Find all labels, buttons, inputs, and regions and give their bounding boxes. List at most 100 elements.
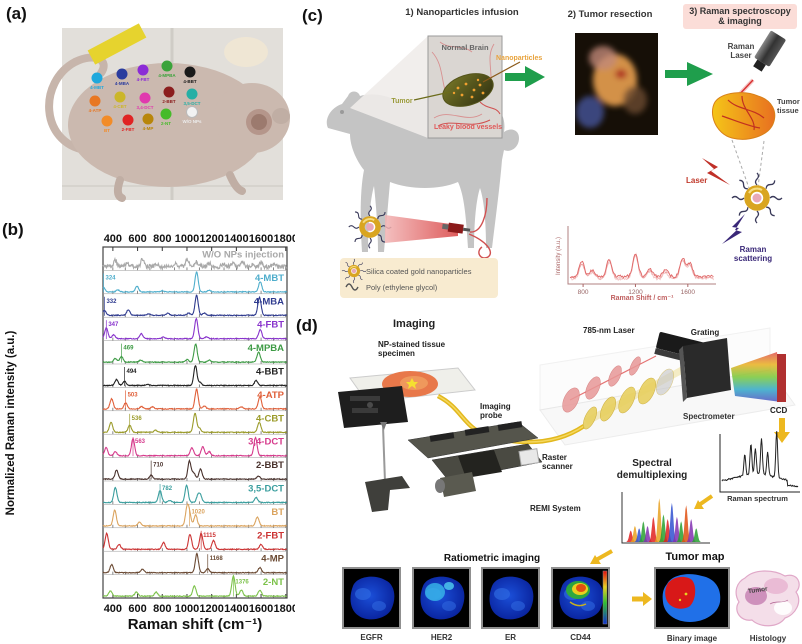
- demux-axes: [621, 492, 710, 544]
- spectrum-name: 3,5-DCT: [248, 484, 284, 495]
- leaky-vessels-art: [437, 101, 501, 127]
- demux-peak: [648, 516, 658, 542]
- marker-label: CD44: [570, 633, 591, 642]
- marker-label: HER2: [431, 633, 453, 642]
- x-tick-top: 1000: [175, 233, 199, 245]
- np-dot-label: 4-BBT: [183, 79, 197, 84]
- histology-label: Histology: [749, 634, 787, 643]
- np-dot: [186, 88, 198, 100]
- remi-system-label: REMI System: [530, 504, 581, 513]
- ccd-label: CCD: [770, 406, 788, 415]
- np-dot-label: BT: [104, 128, 110, 133]
- spectrum-trace: [102, 317, 288, 340]
- flow-arrow-to-binary: [632, 592, 652, 606]
- np-dot-label: 4-MP: [143, 126, 154, 131]
- demux-peak: [686, 519, 696, 542]
- panel-c-label: (c): [302, 6, 323, 25]
- spectrum-trace: [102, 343, 288, 364]
- histology-tumor-text: Tumor: [748, 586, 769, 596]
- spectrum-name: 4-CBT: [256, 413, 284, 424]
- spectrum-name: W/O NPs injection: [202, 250, 284, 261]
- pink-lenses: [562, 356, 641, 413]
- np-dot: [184, 66, 196, 78]
- dispersion-fan: [731, 352, 781, 402]
- spectrum-trace: [102, 532, 288, 551]
- tumor-art: [442, 73, 494, 107]
- panel-b-label: (b): [2, 220, 24, 239]
- np-dot: [101, 115, 113, 127]
- ratiometric-panel: [412, 567, 471, 629]
- inset-tick: 1200: [628, 289, 643, 296]
- spectrum-name: 2-FBT: [257, 530, 284, 541]
- mouse-snout: [272, 108, 290, 124]
- x-tick-bottom: 1000: [175, 603, 199, 615]
- inset-xlabel: Raman Shift / cm⁻¹: [611, 295, 674, 302]
- spectrum-trace: [102, 271, 288, 294]
- np-dot: [91, 72, 103, 84]
- np-dot-label: 3,4-DCT: [136, 105, 153, 110]
- ratiometric-title: Ratiometric imaging: [443, 553, 541, 564]
- demux-peak: [667, 502, 677, 542]
- step-arrow-1: [505, 66, 545, 88]
- np-dot: [186, 106, 198, 118]
- np-dot-label: 4-FBT: [137, 77, 150, 82]
- spectrum-trace: [102, 364, 288, 387]
- laser-label: Laser: [686, 176, 708, 185]
- nanoparticles-label: Nanoparticles: [496, 55, 542, 62]
- raman-scattering-label: Raman scattering: [733, 245, 773, 264]
- dog-eye: [340, 110, 344, 114]
- lens-train: [582, 368, 674, 430]
- signature-peak-label: 1020: [191, 509, 205, 515]
- y-axis-label: Normalized Raman intensity (a.u.): [5, 330, 17, 515]
- spectrum-trace: [102, 256, 288, 271]
- raman-laser-device: [753, 31, 786, 72]
- step-2-title: 2) Tumor resection: [567, 9, 653, 20]
- legend-item-2: Poly (ethylene glycol): [366, 283, 438, 292]
- demux-peak: [691, 528, 701, 542]
- ratiometric-panel: [551, 567, 610, 629]
- binary-image-label: Binary image: [666, 634, 718, 643]
- np-dot: [116, 68, 128, 80]
- demux-label: Spectral demultiplexing: [616, 458, 688, 481]
- signature-peak-label: 710: [153, 463, 164, 469]
- signature-peak-label: 782: [162, 486, 173, 492]
- np-dot: [139, 92, 151, 104]
- inset-tick: 800: [578, 289, 589, 296]
- x-tick-top: 1400: [224, 233, 248, 245]
- np-dot: [163, 86, 175, 98]
- demux-peaks: [626, 498, 701, 542]
- np-dot-label: 4-MPBA: [158, 73, 176, 78]
- signature-peak-label: 503: [128, 392, 139, 398]
- blood-vessels: [431, 41, 495, 119]
- spectrum-name: 4-MBA: [254, 296, 284, 307]
- grating-plate: [683, 338, 731, 398]
- raster-scanner-art: [365, 421, 543, 512]
- signature-peak-label: 563: [135, 439, 146, 445]
- ratiometric-panel: [342, 567, 401, 629]
- inset-ylabel: Intensity (a.u.): [556, 237, 562, 275]
- spectrum-name: BT: [271, 507, 284, 518]
- np-dot: [161, 60, 173, 72]
- workflow-art: Nanoparticles Tumor Normal Brain Leaky b…: [326, 31, 786, 302]
- np-dot-label: 4-ATP: [89, 108, 102, 113]
- imaging-probe-label: Imaging probe: [480, 402, 511, 421]
- imaging-title: Imaging: [393, 318, 436, 330]
- np-dot-label: W/O NPs: [182, 119, 201, 124]
- ccd-strip: [777, 354, 786, 402]
- zoom-cone: [350, 36, 428, 138]
- raman-spectrum-trace: [721, 431, 799, 488]
- infusion-cone: [385, 215, 458, 243]
- nanoparticle-icon: [732, 173, 782, 223]
- legend-peg-icon: [345, 283, 359, 291]
- inset-spectrum-axes: [567, 226, 716, 285]
- x-tick-top: 800: [153, 233, 171, 245]
- leaky-vessels-label: Leaky blood vessels: [434, 124, 502, 131]
- plot-border: [102, 246, 288, 599]
- laser-785-label: 785-nm Laser: [583, 326, 635, 335]
- inset-spectrum-trace: [569, 252, 714, 281]
- x-tick-bottom: 400: [104, 603, 122, 615]
